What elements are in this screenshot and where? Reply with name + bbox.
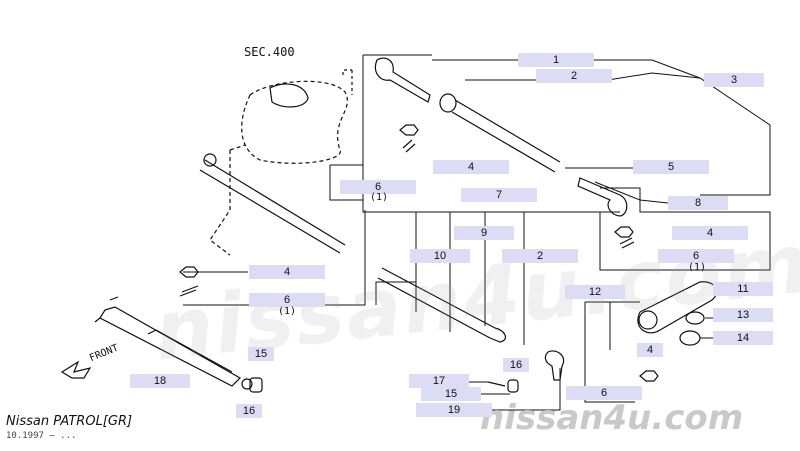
production-date: 10.1997 — ...	[6, 431, 77, 441]
callout-1[interactable]: 1	[518, 53, 594, 67]
callout-4[interactable]: 4	[433, 160, 509, 174]
tie-rod-end-upper	[374, 57, 431, 103]
callout-2[interactable]: 2	[502, 249, 578, 263]
callout-16[interactable]: 16	[503, 358, 529, 372]
watermark-corner: nissan4u.com	[480, 398, 744, 438]
callout-15[interactable]: 15	[248, 347, 274, 361]
callout-14[interactable]: 14	[713, 331, 773, 345]
callout-18[interactable]: 18	[130, 374, 190, 388]
callout-13[interactable]: 13	[713, 308, 773, 322]
callout-6[interactable]: 6	[566, 386, 642, 400]
knuckle-housing	[241, 80, 348, 164]
callout-2[interactable]: 2	[536, 69, 612, 83]
pitman-arm	[637, 281, 718, 334]
callout-8[interactable]: 8	[668, 196, 728, 210]
callout-19[interactable]: 19	[416, 403, 492, 417]
vehicle-model-title: Nissan PATROL[GR]	[6, 414, 133, 429]
steering-damper	[99, 306, 241, 387]
callout-17[interactable]: 17	[409, 374, 469, 388]
callout-4[interactable]: 4	[637, 343, 663, 357]
callout-6[interactable]: 6	[340, 180, 416, 194]
adjusting-tube-upper	[451, 99, 561, 173]
callout-11[interactable]: 11	[713, 282, 773, 296]
callout-7[interactable]: 7	[461, 188, 537, 202]
callout-6-qty: (1)	[278, 306, 297, 317]
section-reference: SEC.400	[244, 45, 295, 59]
centre-rod	[377, 267, 496, 339]
callout-6-qty: (1)	[688, 262, 707, 273]
callout-6[interactable]: 6	[658, 249, 734, 263]
callout-5[interactable]: 5	[633, 160, 709, 174]
callout-15[interactable]: 15	[421, 387, 481, 401]
tie-rod-left	[199, 159, 346, 254]
part-outlines	[60, 57, 718, 393]
callout-3[interactable]: 3	[704, 73, 764, 87]
callout-9[interactable]: 9	[454, 226, 514, 240]
callout-4[interactable]: 4	[249, 265, 325, 279]
callout-6[interactable]: 6	[249, 293, 325, 307]
callout-12[interactable]: 12	[565, 285, 625, 299]
callout-6-qty: (1)	[370, 192, 389, 203]
callout-16[interactable]: 16	[236, 404, 262, 418]
callout-4[interactable]: 4	[672, 226, 748, 240]
callout-10[interactable]: 10	[410, 249, 470, 263]
front-arrow	[60, 360, 92, 379]
